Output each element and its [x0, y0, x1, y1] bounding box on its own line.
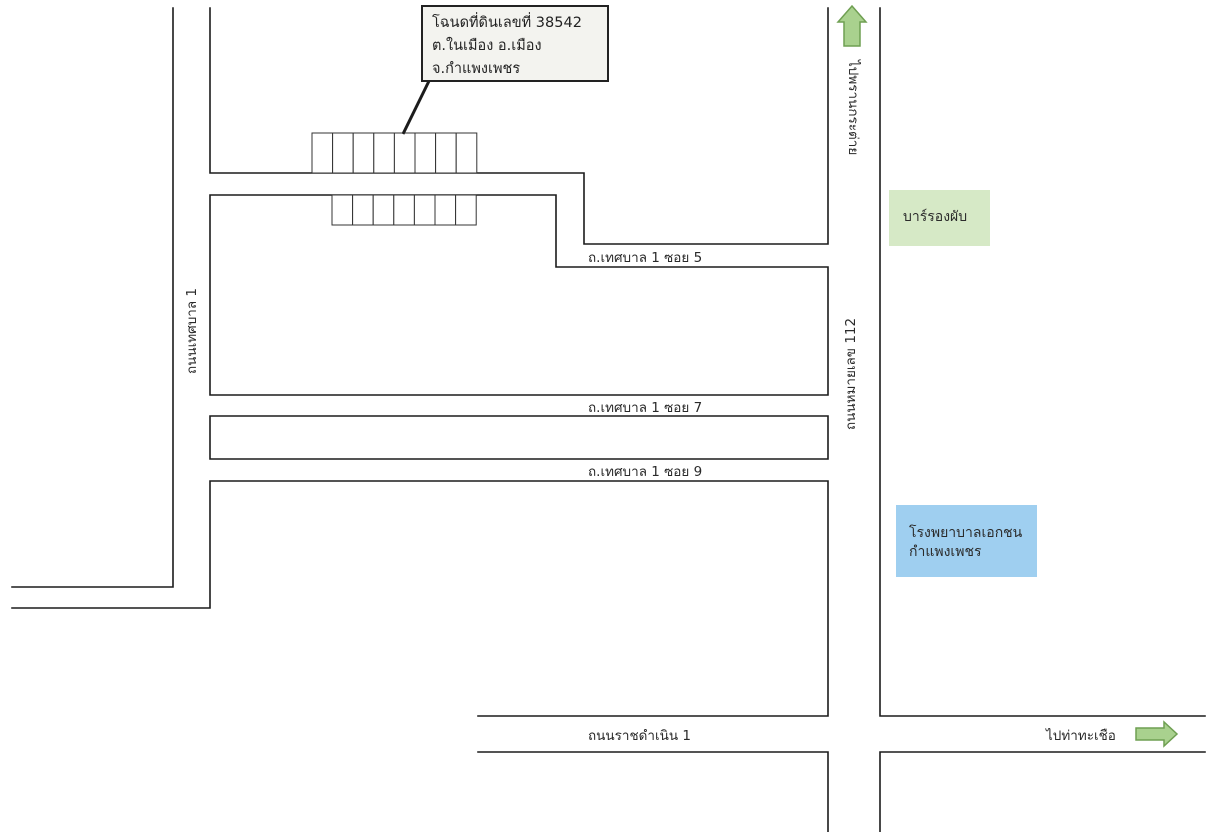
thetsaban1-right-edge-north [209, 7, 829, 245]
road-label-thetsaban1: ถนนเทศบาล 1 [184, 288, 200, 374]
callout-province: จ.กำแพงเพชร [432, 61, 520, 77]
hospital-box [896, 505, 1037, 577]
parcel-lot [455, 194, 477, 226]
parcel-lot [331, 194, 354, 226]
parcel-row-bottom [331, 194, 477, 226]
bar-box [889, 190, 990, 246]
road-label-soi7: ถ.เทศบาล 1 ซอย 7 [588, 400, 702, 416]
parcel-lot [455, 132, 478, 174]
direction-label-north: ไปพรานกระต่าย [845, 59, 861, 155]
parcel-row-top [311, 132, 478, 174]
parcel-lot [372, 194, 395, 226]
bar-label: บาร์รองผับ [903, 208, 967, 225]
landmark-hospital: โรงพยาบาลเอกชน กำแพงเพชร [896, 505, 1037, 577]
block-soi7-soi9 [209, 415, 829, 460]
parcel-lot [393, 194, 415, 226]
parcel-lot [373, 132, 395, 174]
callout-deed-number: โฉนดที่ดินเลขที่ 38542 [432, 12, 582, 31]
road-label-ratchadamnoen1: ถนนราชดำเนิน 1 [588, 728, 691, 744]
parcel-lot [414, 132, 437, 174]
parcel-lot [435, 132, 457, 174]
road-label-highway112: ถนนหมายเลข 112 [843, 318, 859, 430]
road-label-soi5: ถ.เทศบาล 1 ซอย 5 [588, 250, 702, 266]
parcel-lot [352, 194, 374, 226]
parcel-highlighted [393, 132, 416, 174]
hospital-label-line1: โรงพยาบาลเอกชน [909, 524, 1023, 541]
thetsaban1-left-edge [11, 7, 174, 588]
block-south-soi9 [11, 480, 829, 717]
arrow-right-icon [1135, 720, 1179, 748]
road-network [11, 7, 1206, 832]
road-label-soi9: ถ.เทศบาล 1 ซอย 9 [588, 464, 702, 480]
callout-box [421, 5, 609, 82]
ratchadamnoen1-south-east [879, 751, 1206, 832]
highway112-east-edge [879, 7, 1206, 717]
deed-callout: โฉนดที่ดินเลขที่ 38542 ต.ในเมือง อ.เมือง… [401, 5, 609, 135]
parcel-lot [413, 194, 436, 226]
callout-leader [401, 80, 431, 135]
ratchadamnoen1-south-west [477, 751, 829, 832]
direction-label-east: ไปท่าทะเชือ [1045, 728, 1116, 744]
parcel-lot [434, 194, 457, 226]
callout-subdistrict: ต.ในเมือง อ.เมือง [432, 36, 542, 54]
parcel-lot [352, 132, 375, 174]
arrow-up-icon [836, 4, 868, 47]
hospital-label-line2: กำแพงเพชร [909, 544, 982, 560]
parcel-lot [311, 132, 334, 174]
block-soi5-soi7 [209, 194, 829, 396]
landmark-bar: บาร์รองผับ [889, 190, 990, 246]
parcel-lot [332, 132, 354, 174]
